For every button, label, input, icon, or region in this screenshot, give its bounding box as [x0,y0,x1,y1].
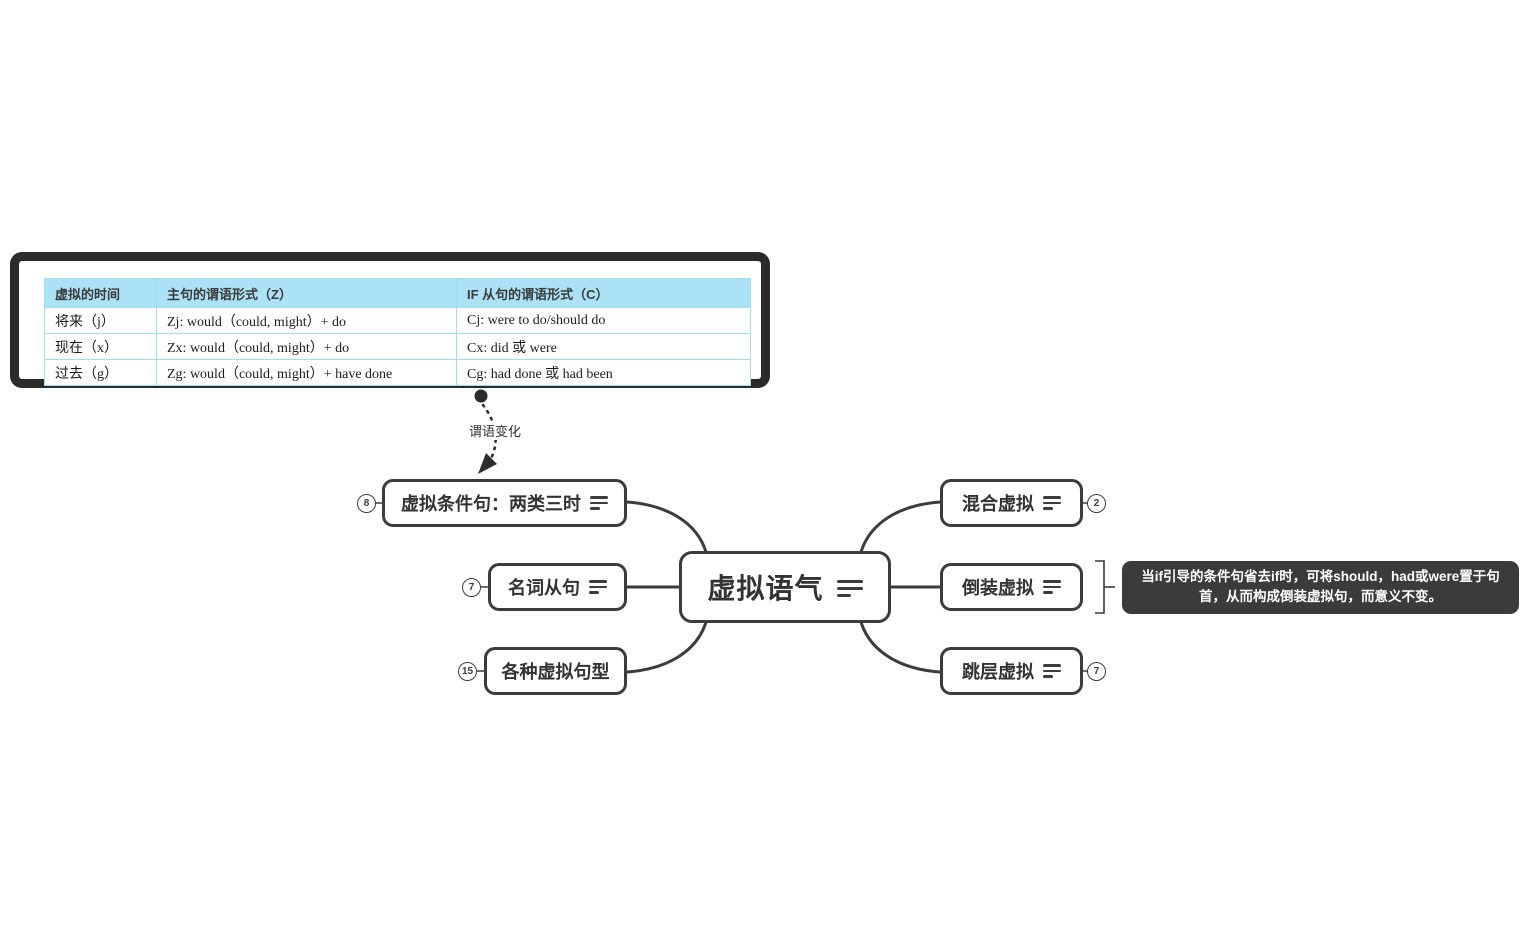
topic-cross-layer-subjunctive[interactable]: 跳层虚拟 [940,647,1083,695]
collapsed-count-badge[interactable]: 7 [462,577,481,597]
notes-icon[interactable] [589,580,607,594]
note-bracket [1095,560,1105,614]
inversion-note-callout[interactable]: 当if引导的条件句省去if时，可将should，had或were置于句首，从而构… [1122,561,1519,614]
table-header-cell: IF 从句的谓语形式（C） [456,278,751,308]
attached-table-image[interactable]: 虚拟的时间 主句的谓语形式（Z） IF 从句的谓语形式（C） 将来（j） Zj:… [10,252,770,388]
topic-label: 混合虚拟 [962,494,1034,514]
collapsed-count-badge[interactable]: 15 [458,661,477,681]
collapsed-count-badge[interactable]: 7 [1087,661,1106,681]
table-header-cell: 主句的谓语形式（Z） [156,278,457,308]
relationship-arrowhead [478,453,497,474]
note-text: 当if引导的条件句省去if时，可将should，had或were置于句首，从而构… [1141,569,1500,605]
table-cell: 过去（g） [44,359,157,386]
branch-connector [859,500,942,554]
table-header-cell: 虚拟的时间 [44,278,157,308]
notes-icon[interactable] [1043,664,1061,678]
notes-icon[interactable] [590,496,608,510]
topic-label: 倒装虚拟 [962,578,1034,598]
table-cell: Cx: did 或 were [456,333,751,360]
collapsed-count-badge[interactable]: 2 [1087,493,1106,513]
topic-conditional-sentences[interactable]: 虚拟条件句：两类三时 [382,479,627,527]
branch-connector [859,620,942,674]
table-image-background: 虚拟的时间 主句的谓语形式（Z） IF 从句的谓语形式（C） 将来（j） Zj:… [19,261,761,386]
notes-icon[interactable] [1043,580,1061,594]
table-cell: Zj: would（could, might）+ do [156,307,457,334]
topic-mixed-subjunctive[interactable]: 混合虚拟 [940,479,1083,527]
table-cell: Zx: would（could, might）+ do [156,333,457,360]
topic-label: 跳层虚拟 [962,662,1034,682]
topic-label: 各种虚拟句型 [501,662,610,682]
topic-noun-clauses[interactable]: 名词从句 [488,563,627,611]
branch-connector [625,500,708,554]
table-row: 过去（g） Zg: would（could, might）+ have done… [44,359,751,386]
topic-inverted-subjunctive[interactable]: 倒装虚拟 [940,563,1083,611]
notes-icon[interactable] [1043,496,1061,510]
topic-label: 虚拟条件句：两类三时 [401,494,581,514]
table-row: 现在（x） Zx: would（could, might）+ do Cx: di… [44,333,751,360]
central-topic-label: 虚拟语气 [707,573,824,604]
relationship-anchor-dot [474,389,488,403]
collapsed-count-badge[interactable]: 8 [357,493,376,513]
relationship-label[interactable]: 谓语变化 [466,421,525,440]
table-cell: 现在（x） [44,333,157,360]
table-cell: Zg: would（could, might）+ have done [156,359,457,386]
branch-connector [625,620,708,674]
topic-label: 名词从句 [508,578,580,598]
notes-icon[interactable] [836,580,863,597]
table-cell: 将来（j） [44,307,157,334]
central-topic[interactable]: 虚拟语气 [679,551,891,623]
table-cell: Cj: were to do/should do [456,307,751,334]
conjugation-table: 虚拟的时间 主句的谓语形式（Z） IF 从句的谓语形式（C） 将来（j） Zj:… [44,278,751,386]
table-row: 将来（j） Zj: would（could, might）+ do Cj: we… [44,307,751,334]
topic-various-subjunctive-patterns[interactable]: 各种虚拟句型 [484,647,627,695]
table-cell: Cg: had done 或 had been [456,359,751,386]
table-header-row: 虚拟的时间 主句的谓语形式（Z） IF 从句的谓语形式（C） [44,278,751,308]
